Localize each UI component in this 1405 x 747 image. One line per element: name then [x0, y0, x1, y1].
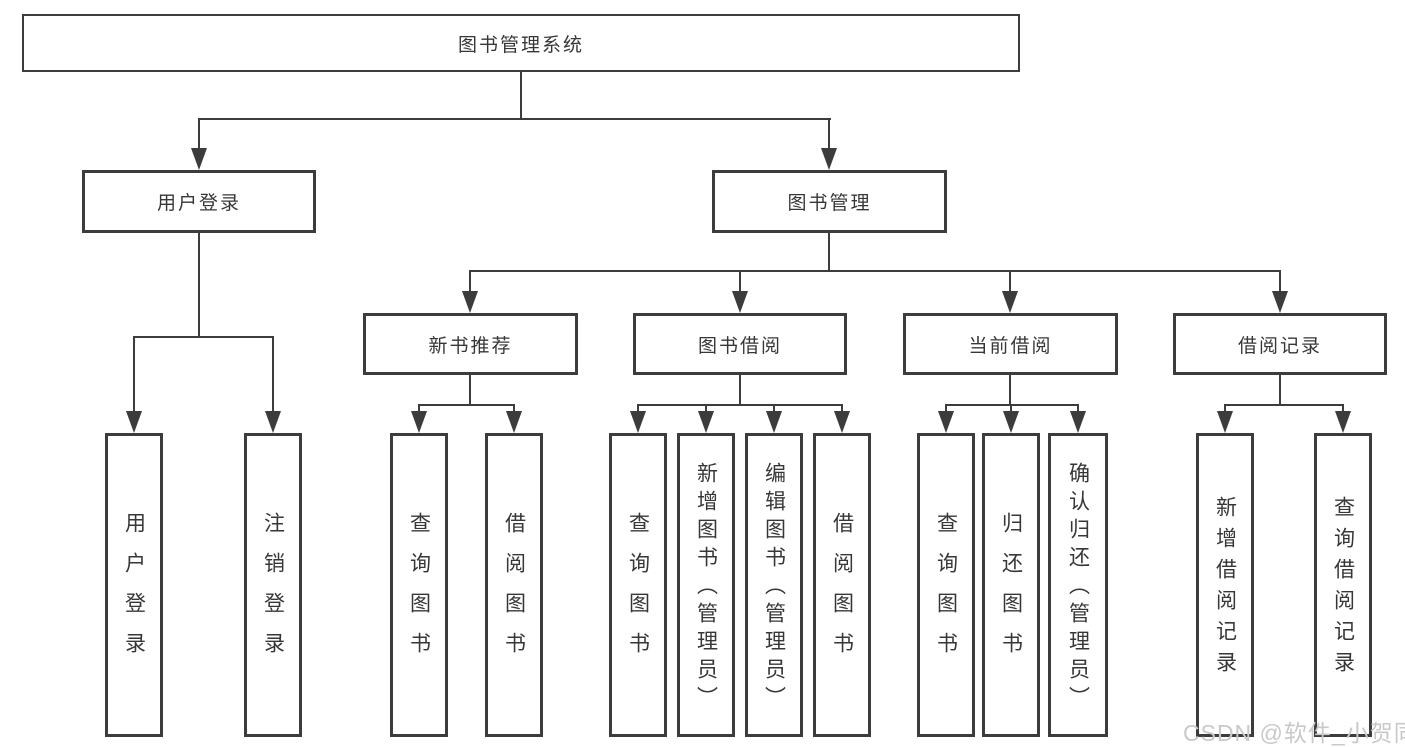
leaf-borrow-books-label: 借阅图书	[830, 512, 854, 672]
arrow-to-current-borrow	[1002, 291, 1018, 313]
node-borrow-records: 借阅记录	[1173, 313, 1387, 375]
connector-to-cb-query-stem	[945, 404, 947, 413]
leaf-user-login-label: 用户登录	[122, 512, 146, 672]
node-book-management: 图书管理	[712, 170, 947, 233]
leaf-borrow-books: 借阅图书	[813, 433, 871, 737]
node-new-book-recommend-label: 新书推荐	[428, 335, 513, 357]
leaf-user-login: 用户登录	[105, 433, 163, 737]
arrow-to-bb-add	[698, 411, 714, 433]
connector-to-borrow-records-stem	[1279, 270, 1281, 293]
node-book-borrow: 图书借阅	[633, 313, 847, 375]
connector-root-stem	[520, 72, 522, 118]
arrow-to-cb-query	[938, 411, 954, 433]
arrow-to-login	[126, 411, 142, 433]
connector-to-cb-return-stem	[1010, 404, 1012, 413]
leaf-query-books-borrow-label: 查询图书	[626, 512, 650, 672]
connector-to-bb-add-stem	[705, 404, 707, 413]
arrow-to-bb-edit	[766, 411, 782, 433]
arrow-to-br-add	[1217, 411, 1233, 433]
connector-to-book-mgmt-stem	[828, 118, 830, 151]
leaf-query-borrow-record-label: 查询借阅记录	[1331, 496, 1355, 682]
arrow-to-book-borrow	[732, 291, 748, 313]
leaf-edit-books-admin-label: 编辑图书（管理员）	[762, 461, 786, 714]
leaf-add-books-admin-label: 新增图书（管理员）	[694, 461, 718, 714]
connector-to-cb-confirm-stem	[1077, 404, 1079, 413]
leaf-query-books-current-label: 查询图书	[934, 512, 958, 672]
connector-br-stem	[1279, 375, 1281, 406]
arrow-to-bb-borrow	[834, 411, 850, 433]
arrow-to-br-query	[1335, 411, 1351, 433]
node-book-management-label: 图书管理	[787, 193, 872, 214]
connector-to-bb-query-stem	[637, 404, 639, 413]
connector-bb-split	[637, 404, 843, 406]
leaf-query-books-borrow: 查询图书	[609, 433, 667, 737]
node-book-management-system: 图书管理系统	[22, 14, 1020, 72]
leaf-edit-books-admin: 编辑图书（管理员）	[745, 433, 803, 737]
connector-to-bb-borrow-stem	[841, 404, 843, 413]
arrow-to-cb-confirm	[1070, 411, 1086, 433]
node-book-borrow-label: 图书借阅	[697, 335, 782, 357]
leaf-borrow-books-recommend: 借阅图书	[485, 433, 543, 737]
leaf-query-books-current: 查询图书	[917, 433, 975, 737]
connector-to-book-borrow-stem	[739, 270, 741, 293]
connector-to-user-login-stem	[198, 118, 200, 151]
leaf-query-books-recommend: 查询图书	[390, 433, 448, 737]
connector-to-nb-borrow-stem	[513, 404, 515, 413]
connector-nb-rec-stem	[469, 375, 471, 406]
connector-root-split	[198, 118, 831, 120]
arrow-to-book-mgmt	[821, 148, 837, 170]
arrow-to-user-login	[191, 148, 207, 170]
node-book-management-system-label: 图书管理系统	[457, 34, 584, 56]
leaf-add-borrow-record-label: 新增借阅记录	[1213, 496, 1237, 682]
connector-to-login-stem	[133, 336, 135, 413]
leaf-confirm-return-admin-label: 确认归还（管理员）	[1066, 461, 1090, 714]
leaf-confirm-return-admin: 确认归还（管理员）	[1048, 433, 1108, 737]
leaf-logout-login: 注销登录	[244, 433, 302, 737]
node-borrow-records-label: 借阅记录	[1237, 335, 1322, 357]
connector-book-mgmt-split	[469, 270, 1281, 272]
connector-to-logout-stem	[272, 336, 274, 413]
csdn-watermark: CSDN @软件_小贺同学	[1183, 720, 1405, 746]
arrow-to-nb-borrow	[506, 411, 522, 433]
connector-to-nb-query-stem	[418, 404, 420, 413]
connector-to-br-add-stem	[1224, 404, 1226, 413]
connector-user-login-split	[133, 336, 274, 338]
arrow-to-new-book-recommend	[462, 291, 478, 313]
leaf-add-borrow-record: 新增借阅记录	[1196, 433, 1254, 737]
arrow-to-cb-return	[1003, 411, 1019, 433]
connector-cb-split	[945, 404, 1079, 406]
arrow-to-logout	[265, 411, 281, 433]
connector-bb-stem	[739, 375, 741, 406]
connector-br-split	[1224, 404, 1344, 406]
leaf-return-books: 归还图书	[982, 433, 1040, 737]
connector-book-mgmt-stem	[828, 233, 830, 272]
leaf-logout-login-label: 注销登录	[261, 512, 285, 672]
leaf-return-books-label: 归还图书	[999, 512, 1023, 672]
connector-user-login-stem	[198, 233, 200, 338]
leaf-add-books-admin: 新增图书（管理员）	[677, 433, 735, 737]
node-current-borrow-label: 当前借阅	[968, 335, 1053, 357]
arrow-to-bb-query	[630, 411, 646, 433]
leaf-borrow-books-recommend-label: 借阅图书	[502, 512, 526, 672]
connector-to-br-query-stem	[1342, 404, 1344, 413]
connector-cb-stem	[1009, 375, 1011, 406]
leaf-query-borrow-record: 查询借阅记录	[1314, 433, 1372, 737]
connector-to-current-borrow-stem	[1009, 270, 1011, 293]
leaf-query-books-recommend-label: 查询图书	[407, 512, 431, 672]
connector-nb-rec-split	[418, 404, 515, 406]
arrow-to-nb-query	[411, 411, 427, 433]
arrow-to-borrow-records	[1272, 291, 1288, 313]
connector-to-new-book-stem	[469, 270, 471, 293]
node-user-login: 用户登录	[82, 170, 316, 233]
connector-to-bb-edit-stem	[773, 404, 775, 413]
node-new-book-recommend: 新书推荐	[363, 313, 578, 375]
node-user-login-label: 用户登录	[156, 193, 241, 214]
node-current-borrow: 当前借阅	[903, 313, 1118, 375]
